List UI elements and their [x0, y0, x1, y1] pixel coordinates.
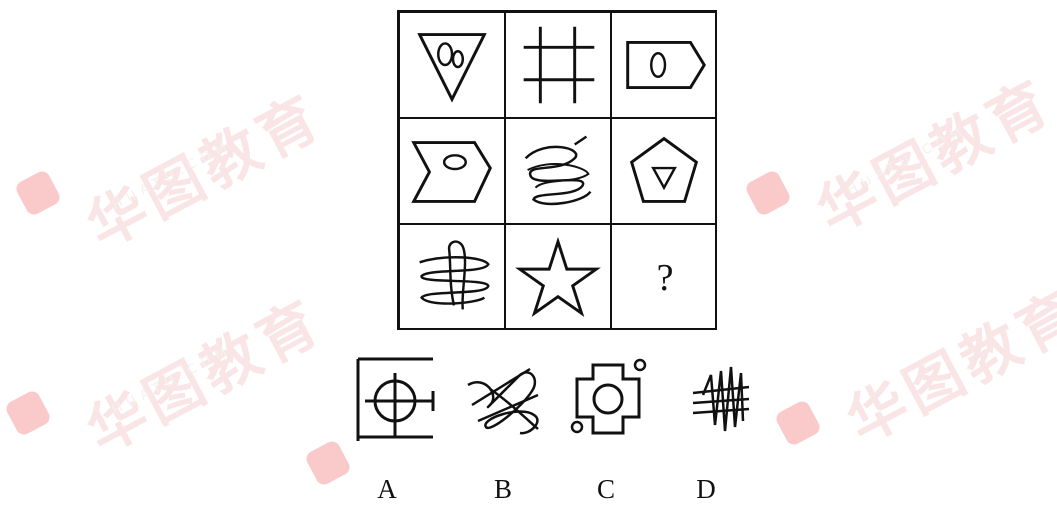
watermark-logo-icon [304, 439, 353, 488]
grid-cell [505, 12, 611, 118]
grid-cell [399, 224, 505, 330]
tangled-scribble-icon [460, 355, 550, 445]
grid-cell [505, 224, 611, 330]
star-icon [506, 225, 610, 329]
puzzle-grid: ? [397, 10, 717, 330]
grid-cell [399, 12, 505, 118]
option-a-label[interactable]: A [367, 474, 407, 505]
pentagon-with-triangle-icon [612, 119, 716, 223]
option-c-label[interactable]: C [586, 474, 626, 505]
grid-cell [399, 118, 505, 224]
grid-cell [611, 12, 717, 118]
watermark-logo-icon [744, 169, 793, 218]
option-d-label[interactable]: D [686, 474, 726, 505]
watermark-right: 华图教育 HUATU.COM 华图教育 [760, 0, 1057, 516]
option-a-figure[interactable] [355, 355, 445, 445]
watermark-logo-icon [14, 169, 63, 218]
pentagon-arrow-with-oval-icon [612, 13, 716, 117]
chevron-with-oval-icon [400, 119, 504, 223]
watermark-left: 华图教育 HUATU.COM 华图教育 HUATU.COM [0, 0, 400, 516]
circle-crosshair-icon [355, 355, 445, 445]
watermark-logo-icon [4, 389, 53, 438]
watermark-text: 华图教育 [830, 265, 1057, 459]
grid-cell [505, 118, 611, 224]
inverted-triangle-with-ovals-icon [400, 13, 504, 117]
option-b-label[interactable]: B [483, 474, 523, 505]
watermark-logo-icon [774, 399, 823, 448]
zigzag-hash-icon [675, 355, 765, 445]
hash-grid-icon [506, 13, 610, 117]
grid-cell-question: ? [611, 224, 717, 330]
option-b-figure[interactable] [460, 355, 550, 445]
spiral-scribble-icon [400, 225, 504, 329]
scribble-loops-icon [506, 119, 610, 223]
grid-cell [611, 118, 717, 224]
option-c-figure[interactable] [565, 355, 655, 445]
question-mark: ? [612, 225, 718, 331]
cross-circle-icon [565, 355, 655, 445]
option-d-figure[interactable] [675, 355, 765, 445]
